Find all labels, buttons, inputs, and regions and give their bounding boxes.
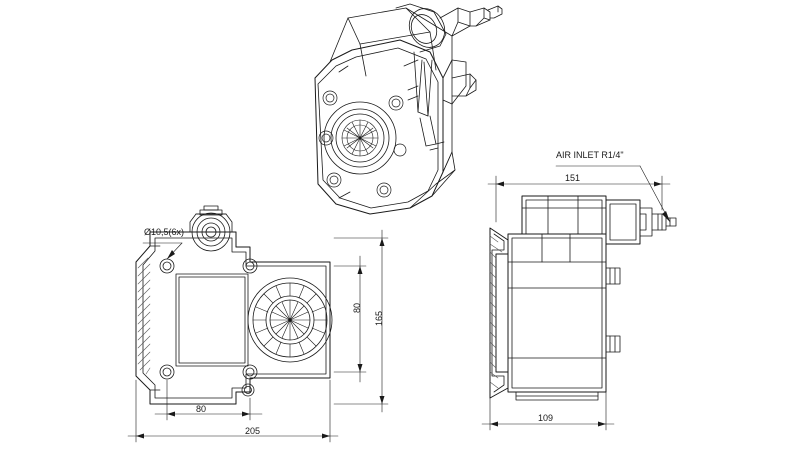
leader-bolt-hole xyxy=(142,242,183,260)
dim-front-205 xyxy=(127,379,339,443)
dim-label-side-151: 151 xyxy=(565,173,581,183)
leader-air-inlet xyxy=(555,165,671,223)
dim-label-front-80-vertical: 80 xyxy=(352,302,362,313)
isometric-view xyxy=(314,3,503,215)
dim-front-80-horizontal xyxy=(154,379,263,421)
dim-side-109 xyxy=(481,391,615,431)
dim-label-front-165: 165 xyxy=(374,310,384,326)
side-view xyxy=(481,165,677,431)
dim-front-80-vertical xyxy=(333,255,367,383)
front-view xyxy=(127,205,389,443)
dim-label-side-109: 109 xyxy=(538,413,554,423)
dim-label-front-205: 205 xyxy=(245,426,261,436)
dim-side-151 xyxy=(487,175,671,223)
bolt-hole-label: Ø10,5(6x) xyxy=(144,227,185,237)
air-inlet-label: AIR INLET R1/4" xyxy=(556,150,624,160)
dim-label-front-80-horizontal: 80 xyxy=(196,404,207,414)
dim-front-165 xyxy=(333,229,389,413)
